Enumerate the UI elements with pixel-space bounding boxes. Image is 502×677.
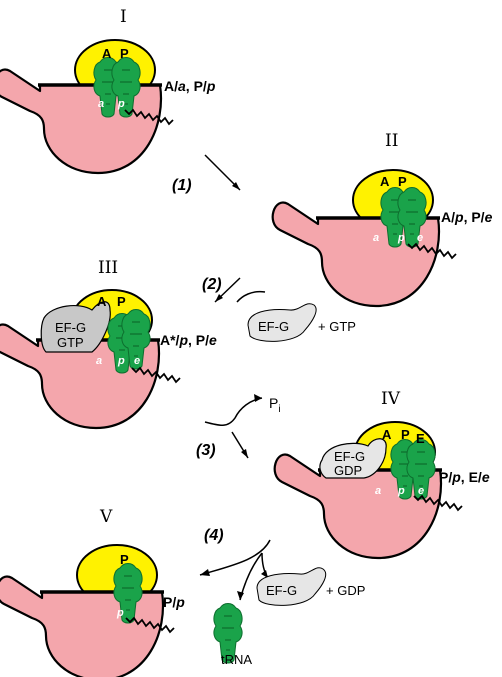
state-II: II A P a p e A/p, P/e (273, 131, 493, 306)
step-1-label: (1) (172, 177, 192, 194)
site-label-large: E (416, 431, 425, 446)
site-label-large: A (102, 46, 112, 61)
gdp-label: GDP (334, 463, 362, 478)
state-IV: IV EF-G GDP A P E a p e P/p, E/e (275, 389, 490, 558)
plus-gtp-label: + GTP (318, 319, 356, 334)
site-label-part: e (482, 469, 490, 485)
state-I-numeral: I (120, 7, 127, 27)
site-label-small: a (375, 485, 381, 497)
released-trna-label: tRNA (221, 652, 252, 667)
released-ef-g-label: EF-G (266, 583, 297, 598)
site-label-part: A/ (164, 78, 178, 94)
state-V-numeral: V (99, 507, 113, 527)
state-II-site-label: A/p, P/e (441, 209, 493, 225)
state-IV-site-label: P/p, E/e (439, 469, 490, 485)
site-label-small: p (117, 355, 125, 367)
site-label-small: p (117, 98, 125, 110)
state-V-site-label: P/p (163, 594, 185, 610)
site-label-large: P (120, 46, 129, 61)
site-label-part: a (178, 78, 186, 94)
step-3: (3) Pi (196, 394, 281, 459)
state-III: III EF-G GTP A P a p e A*/p, P/e (0, 258, 217, 428)
gtp-label: GTP (57, 335, 84, 350)
state-III-site-label: A*/p, P/e (160, 332, 217, 348)
site-label-part: A/ (441, 209, 455, 225)
ef-g-label: EF-G (334, 449, 365, 464)
site-label-large: P (398, 174, 407, 189)
phosphate-label: Pi (269, 395, 281, 415)
state-III-numeral: III (98, 258, 118, 278)
site-label-small: a (98, 98, 104, 110)
site-label-part: P/ (163, 594, 176, 610)
step-3-label: (3) (196, 442, 216, 459)
site-label-part: p (451, 469, 461, 485)
plus-gdp-label: + GDP (326, 583, 365, 598)
site-label-small: p (397, 232, 405, 244)
state-IV-numeral: IV (381, 389, 401, 409)
site-label-part: , P/ (188, 332, 209, 348)
state-II-numeral: II (385, 131, 398, 151)
site-label-part: p (178, 332, 188, 348)
site-label-large: A (382, 427, 392, 442)
site-label-part: p (175, 594, 185, 610)
site-label-small: p (116, 607, 124, 619)
site-label-part: p (454, 209, 464, 225)
state-I: I A P a p A/a, P/p (0, 7, 216, 173)
site-label-large: P (401, 427, 410, 442)
step-4-label: (4) (204, 527, 224, 544)
site-label-part: A*/ (160, 332, 180, 348)
site-label-small: e (134, 355, 140, 367)
site-label-part: p (206, 78, 216, 94)
site-label-small: e (418, 485, 424, 497)
ef-g-label: EF-G (55, 320, 86, 335)
site-label-large: P (117, 294, 126, 309)
site-label-part: P/ (439, 469, 452, 485)
site-label-part: e (209, 332, 217, 348)
step-4: (4) EF-G + GDP tRNA (200, 527, 365, 667)
step-1: (1) (172, 155, 240, 194)
site-label-small: e (417, 232, 423, 244)
site-label-part: , P/ (464, 209, 485, 225)
site-label-large: A (97, 294, 107, 309)
state-V: V P p P/p (0, 507, 185, 677)
state-I-site-label: A/a, P/p (164, 78, 216, 94)
site-label-part: e (485, 209, 493, 225)
site-label-large: P (120, 552, 129, 567)
site-label-part: , E/ (461, 469, 482, 485)
site-label-small: p (397, 485, 405, 497)
site-label-small: a (96, 355, 102, 367)
site-label-small: a (373, 232, 379, 244)
step-2-label: (2) (202, 276, 222, 293)
free-ef-g-label: EF-G (258, 319, 289, 334)
site-label-large: A (380, 174, 390, 189)
site-label-part: , P/ (186, 78, 207, 94)
